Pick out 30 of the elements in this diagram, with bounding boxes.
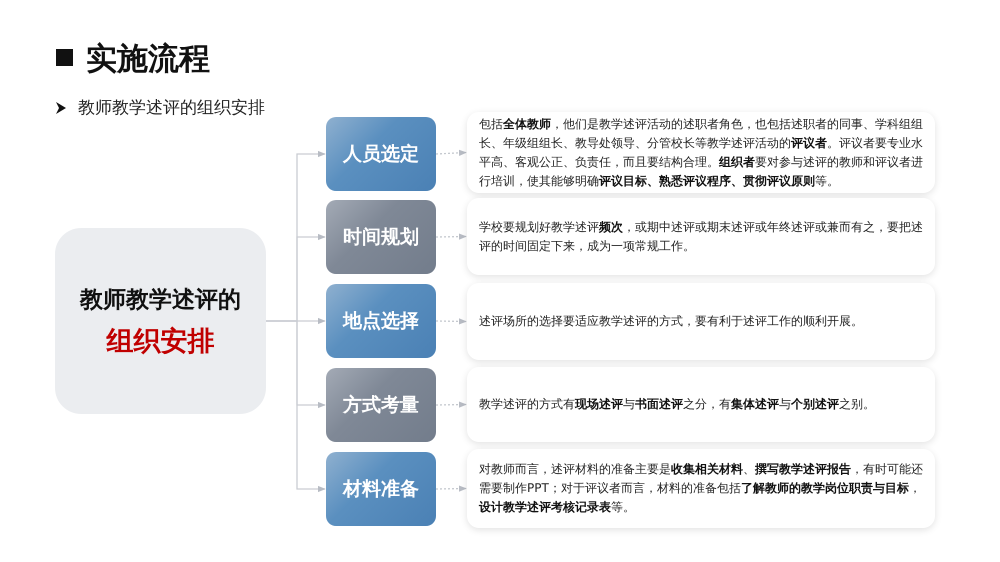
description-text: 述评场所的选择要适应教学述评的方式，要有利于述评工作的顺利开展。 (479, 313, 863, 330)
category-box (326, 117, 436, 191)
topic-subheading: 组织安排 (106, 324, 214, 358)
description-text: 对教师而言，述评材料的准备主要是收集相关材料、撰写教学述评报告，有时可能还需要制作PPT；对于评议者而言，材料的准备包括了解教师的教学岗位职责与目标，设计教学述评考核记录表等。 (479, 461, 923, 516)
category-box (326, 452, 436, 526)
description-card (467, 367, 935, 442)
connector-arrow (436, 234, 467, 240)
category-label: 材料准备 (343, 477, 419, 502)
category-label: 时间规划 (343, 225, 419, 250)
category-box (326, 200, 436, 274)
description-card (467, 283, 935, 360)
category-label: 地点选择 (343, 309, 419, 334)
description-text: 包括全体教师，他们是教学述评活动的述职者角色，也包括述职者的同事、学科组组长、年级组组长、教导处领导、分管校长等教学述评活动的评议者。评议者要专业水平高、客观公正、负责任，而且要结构合理。组织者要对参与述评的教师和评议者进行培训，使其能够明确评议目标、熟悉评议程序、贯彻评议原则等。 (479, 116, 923, 190)
category-label: 方式考量 (343, 393, 419, 418)
topic-heading: 教师教学述评的 (80, 286, 241, 314)
category-label: 人员选定 (343, 142, 419, 167)
connector-arrow (436, 402, 467, 408)
connector-arrow (436, 318, 467, 324)
category-box (326, 368, 436, 442)
topic-box (55, 228, 266, 414)
description-card (467, 449, 935, 528)
connector-arrow (266, 320, 326, 492)
category-box (326, 284, 436, 358)
slide-title: 实施流程 (86, 40, 210, 79)
subtitle: 教师教学述评的组织安排 (78, 97, 265, 119)
description-card (467, 198, 935, 275)
connector-arrow (436, 150, 467, 156)
description-text: 学校要规划好教学述评频次，或期中述评或期末述评或年终述评或兼而有之，要把述评的时间固定下来，成为一项常规工作。 (479, 218, 923, 254)
connector-arrow (436, 486, 467, 492)
description-text: 教学述评的方式有现场述评与书面述评之分，有集体述评与个别述评之别。 (479, 396, 875, 413)
